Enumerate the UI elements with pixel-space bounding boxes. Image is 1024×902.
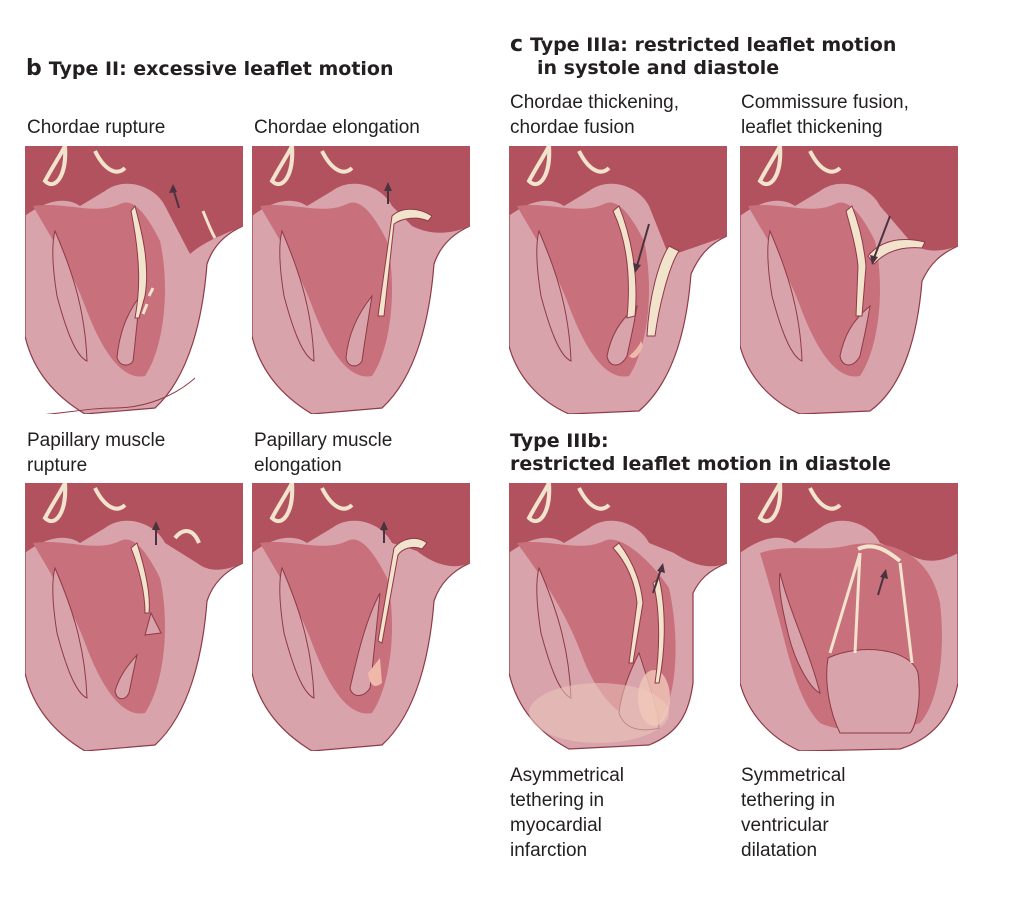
panel-label-chordae-thickening: Chordae thickening, chordae fusion <box>510 92 679 138</box>
type-iiib-title-line1: Type IIIb: <box>510 430 609 452</box>
panel-label-commissure-fusion: Commissure fusion, leaflet thickening <box>741 92 909 138</box>
heart-illustration <box>509 483 727 751</box>
down-arrow-icon <box>870 215 891 265</box>
section-b-title: Type II: excessive leaflet motion <box>48 58 394 80</box>
up-arrow-icon <box>384 182 392 204</box>
heart-illustration <box>740 146 958 414</box>
up-arrow-icon <box>169 184 180 209</box>
heart-panel-chordae-rupture <box>25 146 243 414</box>
heart-illustration <box>509 146 727 414</box>
heart-panel-chordae-thickening <box>509 146 727 414</box>
heart-panel-papillary-rupture <box>25 483 243 751</box>
heart-panel-asymmetrical-tethering <box>509 483 727 751</box>
up-arrow-icon <box>152 521 160 545</box>
heart-illustration <box>740 483 958 751</box>
heart-illustration <box>25 146 243 414</box>
section-c-title-line2: in systole and diastole <box>537 57 780 79</box>
heart-illustration <box>25 483 243 751</box>
down-arrow-icon <box>633 223 650 273</box>
up-arrow-icon <box>877 569 888 596</box>
caption-symmetrical-tethering: Symmetrical tethering in ventricular dil… <box>741 765 846 861</box>
panel-label-chordae-elongation: Chordae elongation <box>254 117 420 138</box>
panel-label-papillary-elongation: Papillary muscle elongation <box>254 430 393 476</box>
section-letter-b: b <box>26 56 42 81</box>
up-arrow-icon <box>652 563 665 594</box>
up-arrow-icon <box>380 521 388 543</box>
heart-illustration <box>252 146 470 414</box>
heart-panel-chordae-elongation <box>252 146 470 414</box>
atrium <box>25 146 243 254</box>
type-iiib-title-line2: restricted leaflet motion in diastole <box>510 453 891 475</box>
section-b-heading: b Type II: excessive leaflet motion <box>26 57 394 81</box>
section-c-heading: c Type IIIa: restricted leaflet motion in… <box>510 33 896 80</box>
section-letter-c: c <box>510 32 524 57</box>
section-c-title-line1: Type IIIa: restricted leaflet motion <box>530 34 897 56</box>
panel-label-chordae-rupture: Chordae rupture <box>27 117 166 138</box>
panel-label-papillary-rupture: Papillary muscle rupture <box>27 430 166 476</box>
caption-asymmetrical-tethering: Asymmetrical tethering in myocardial inf… <box>510 765 625 861</box>
type-iiib-heading: Type IIIb: restricted leaflet motion in … <box>510 430 891 476</box>
heart-illustration <box>252 483 470 751</box>
heart-panel-commissure-fusion <box>740 146 958 414</box>
heart-panel-symmetrical-tethering <box>740 483 958 751</box>
heart-panel-papillary-elongation <box>252 483 470 751</box>
